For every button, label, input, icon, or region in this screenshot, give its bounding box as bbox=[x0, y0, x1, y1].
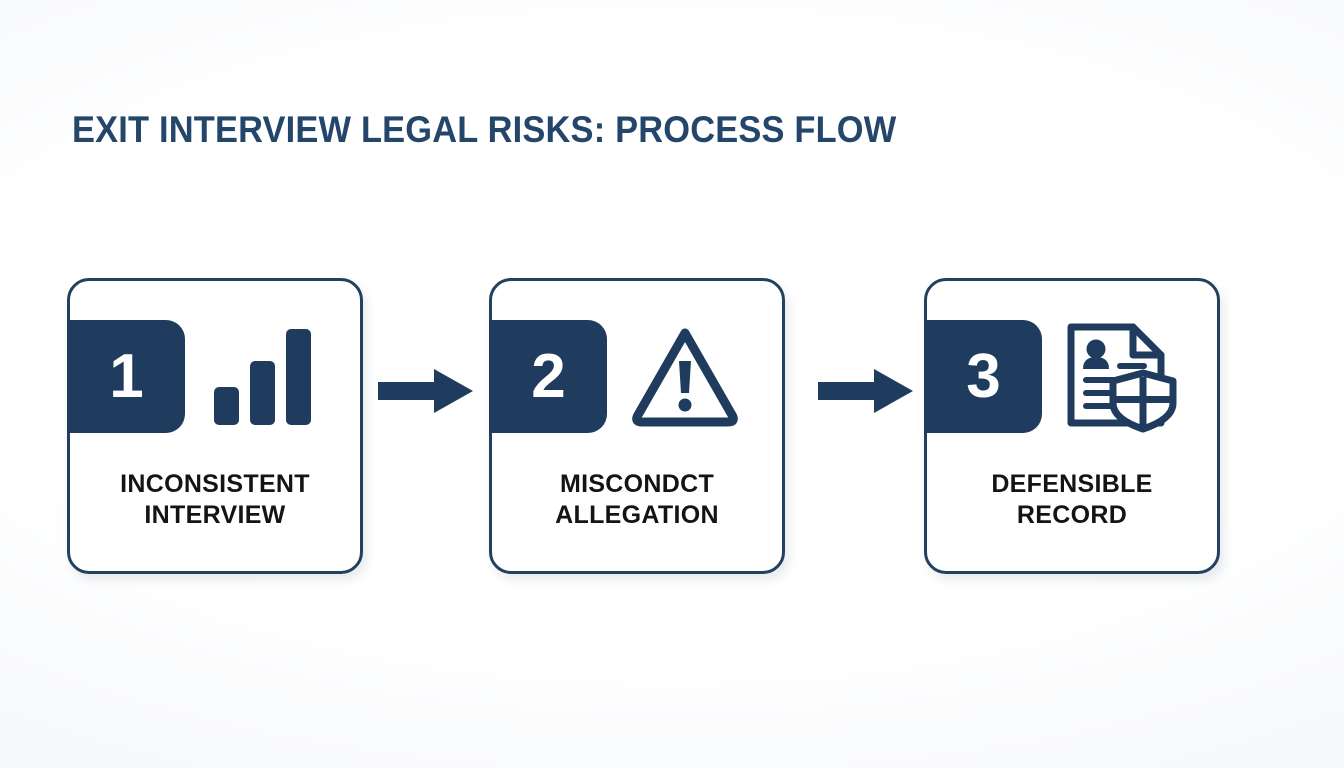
flow-step-card-1[interactable]: 1 INCONSISTENT INTERVIEW bbox=[67, 278, 363, 574]
flow-step-label-1: INCONSISTENT INTERVIEW bbox=[84, 469, 346, 531]
flow-step-label-3-line2: RECORD bbox=[1016, 501, 1128, 529]
arrow-right-icon-1 bbox=[378, 368, 474, 414]
flow-step-label-2-line2: ALLEGATION bbox=[555, 501, 719, 529]
flow-step-card-2[interactable]: 2 MISCONDCT ALLEGATION bbox=[489, 278, 785, 574]
flow-step-label-2: MISCONDCT ALLEGATION bbox=[506, 469, 768, 531]
bar-chart-icon bbox=[202, 317, 324, 437]
flow-step-card-3[interactable]: 3 DEFENSIBLE RECORD bbox=[924, 278, 1220, 574]
step-number-badge-3: 3 bbox=[924, 320, 1042, 433]
flow-step-label-2-line1: MISCONDCT bbox=[559, 470, 715, 498]
flow-step-label-1-line1: INCONSISTENT bbox=[120, 470, 310, 498]
page-title: EXIT INTERVIEW LEGAL RISKS: PROCESS FLOW bbox=[72, 109, 897, 150]
flow-step-label-3: DEFENSIBLE RECORD bbox=[941, 469, 1203, 531]
flow-step-label-3-line1: DEFENSIBLE bbox=[991, 470, 1153, 498]
warning-triangle-icon bbox=[624, 317, 746, 437]
flow-step-label-1-line2: INTERVIEW bbox=[144, 501, 286, 529]
step-number-badge-2: 2 bbox=[489, 320, 607, 433]
arrow-right-icon-2 bbox=[818, 368, 914, 414]
step-number-badge-1: 1 bbox=[67, 320, 185, 433]
document-shield-icon bbox=[1059, 317, 1181, 437]
